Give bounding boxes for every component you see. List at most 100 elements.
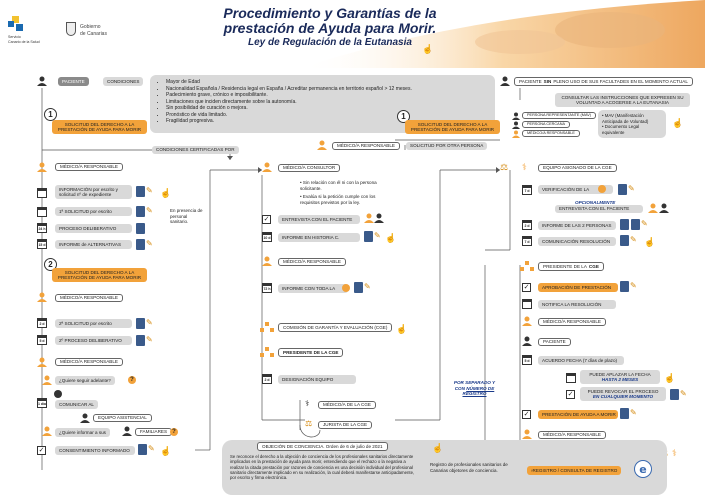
person-icon — [42, 426, 52, 436]
solicitud-otra-persona: SOLICITUD POR OTRA PERSONA — [406, 142, 488, 150]
medico-responsable-right-2: MÉDICO/A RESPONSABLE — [538, 318, 606, 326]
pen-icon: ✎ — [630, 281, 637, 290]
comision-cge: COMISIÓN DE GARANTÍA Y EVALUACIÓN (CGE) — [278, 323, 393, 332]
calendar-icon: 72 h — [262, 283, 272, 293]
calendar-icon: 15 d — [37, 239, 47, 249]
condition-item: Mayor de Edad — [166, 79, 487, 86]
designacion-equipo: DESIGNACIÓN EQUIPO — [278, 375, 356, 384]
day-label: 10 d — [263, 236, 271, 240]
paciente-sin-facultades: PACIENTE SIN PLENO USO DE SUS FACULTADES… — [514, 77, 693, 86]
family-icon — [122, 426, 132, 436]
consultor-note-2-text: Evalúa si la petición cumple con los req… — [300, 194, 376, 205]
condition-item: Fragilidad progresiva. — [166, 118, 487, 125]
patient-icon — [364, 213, 374, 223]
presidente-cge-right: PRESIDENTE DE LA CGE — [538, 262, 604, 271]
paciente-sin-1: PACIENTE — [519, 78, 542, 84]
info-badge — [598, 185, 606, 193]
hands-background — [300, 0, 705, 68]
prestacion-ayuda: PRESTACIÓN DE AYUDA A MORIR — [538, 410, 618, 419]
person-icon — [37, 76, 47, 86]
document-icon — [620, 281, 629, 292]
pen-icon: ✎ — [628, 184, 635, 193]
checkbox-icon: ✓ — [522, 283, 531, 292]
condition-item: Nacionalidad Española / Residencia legal… — [166, 86, 487, 93]
consultor-note-1-text: Sin relación con él ni con la persona so… — [300, 180, 377, 191]
pointer-hand-icon: ☝ — [160, 446, 172, 456]
doctor-icon — [317, 140, 327, 150]
solicitud-right: SOLICITUD DEL DERECHO A LA PRESTACIÓN DE… — [405, 120, 500, 134]
consentimiento: CONSENTIMIENTO INFORMADO — [55, 446, 135, 455]
day-label: 2 d — [39, 322, 45, 326]
primera-solicitud: 1ª SOLICITUD por escrito — [55, 207, 132, 216]
day-label: 7 d — [524, 189, 530, 193]
desea-seguir: ¿Quiere seguir adelante? — [55, 376, 115, 385]
document-icon — [620, 219, 629, 230]
checkbox-icon: ✓ — [566, 390, 575, 399]
pen-icon: ✎ — [146, 239, 153, 248]
puede-aplazar: PUEDE APLAZAR LA FECHA HASTA 2 MESES — [580, 370, 660, 384]
opcionalmente: OPCIONALMENTE — [575, 200, 616, 205]
doctor-icon — [522, 429, 532, 439]
paciente-sin-bold: SIN — [543, 78, 552, 84]
registro-pill[interactable]: › REGISTRO / CONSULTA DE REGISTRO — [527, 466, 622, 475]
document-icon — [136, 318, 145, 329]
checkbox-icon: ✓ — [37, 446, 46, 455]
pen-icon: ✎ — [364, 282, 371, 291]
medico-responsable-right: MÉDICO/A RESPONSABLE — [332, 142, 400, 150]
calendar-icon: 2 d — [262, 374, 272, 384]
calendar-icon — [522, 299, 532, 309]
patient-icon — [374, 213, 384, 223]
paciente-right: PACIENTE — [538, 338, 571, 346]
logo-left-line2: Canario de la Salud — [8, 40, 40, 44]
doctor-cge-icon: ⚕ — [522, 162, 527, 172]
day-label: 1 día — [38, 402, 46, 406]
document-icon — [136, 186, 145, 197]
paciente-label: PACIENTE — [58, 77, 89, 86]
doctor-icon — [262, 162, 272, 172]
logo-right-line1: Gobierno — [80, 24, 101, 30]
pen-icon: ✎ — [374, 231, 381, 240]
jurista-cge: JURISTA DE LA CGE — [318, 421, 373, 429]
si-badge — [54, 390, 62, 398]
condiciones-label: CONDICIONES — [103, 77, 144, 86]
patient-icon — [522, 336, 532, 346]
document-icon — [631, 219, 640, 230]
calendar-icon — [37, 207, 47, 217]
pointer-hand-icon: ☝ — [644, 237, 656, 247]
logo-right-line2: de Canarias — [80, 31, 107, 37]
condition-item: Padecimiento grave, crónico e imposibili… — [166, 92, 487, 99]
document-icon — [620, 408, 629, 419]
person-icon — [500, 76, 510, 86]
segundo-proceso: 2º PROCESO DELIBERATIVO — [55, 336, 132, 345]
doctor-icon — [512, 130, 520, 138]
medico-consultor: MÉDICO/A CONSULTOR — [278, 164, 341, 172]
committee-icon — [260, 347, 274, 357]
consultor-note-2: • Evalúa si la petición cumple con los r… — [300, 194, 376, 205]
solicitud-1-text: SOLICITUD DEL DERECHO A LA PRESTACIÓN DE… — [57, 121, 142, 132]
team-icon — [80, 413, 90, 423]
pointer-hand-icon: ☝ — [160, 188, 172, 198]
scale-icon: ⚖ — [305, 419, 313, 428]
calendar-icon: 1 día — [37, 398, 47, 408]
separado-3: NÚMERO DE — [466, 385, 495, 391]
rep-item: MÉDICO/A RESPONSABLE — [522, 130, 580, 137]
acuerdo-fecha: ACUERDO FECHA (7 días de plazo) — [538, 356, 624, 365]
hasta-2-meses: HASTA 2 MESES — [601, 377, 639, 382]
condition-item: Sin posibilidad de curación o mejora. — [166, 105, 487, 112]
doctor-icon — [37, 162, 47, 172]
desea-informar: ¿Quiere informar a sus — [55, 428, 110, 437]
day-label: 2 d — [524, 224, 530, 228]
en-cualquier-momento: EN CUALQUIER MOMENTO — [592, 394, 654, 399]
calendar-icon: 2 d — [37, 318, 47, 328]
document-icon — [670, 389, 679, 400]
checkbox-icon: ✓ — [262, 215, 271, 224]
familiares: FAMILIARES — [135, 428, 173, 436]
doctor-icon — [522, 316, 532, 326]
person-icon — [512, 112, 520, 120]
pen-icon: ✎ — [641, 219, 648, 228]
day-label: 5 d — [39, 339, 45, 343]
document-icon — [136, 223, 145, 234]
separado-note: POR SEPARADO Y CON NÚMERO DE REGISTRO — [452, 380, 497, 397]
mav-note-1: • MAV (Manifestación Anticipada de Volun… — [602, 113, 649, 124]
